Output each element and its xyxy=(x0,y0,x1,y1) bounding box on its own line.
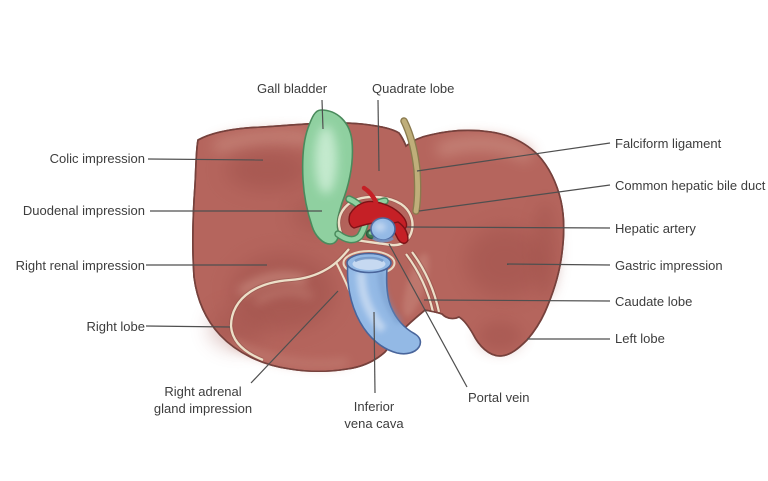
label-right-adrenal-gland-impression: Right adrenal gland impression xyxy=(153,384,253,416)
label-colic-impression: Colic impression xyxy=(49,151,145,166)
label-portal-vein: Portal vein xyxy=(468,390,530,405)
label-falciform-ligament: Falciform ligament xyxy=(615,136,722,151)
label-gall-bladder: Gall bladder xyxy=(257,81,328,96)
label-inferior-vena-cava: Inferior vena cava xyxy=(344,399,404,431)
leader-falciform-ligament xyxy=(416,142,611,172)
leader-portal-vein xyxy=(388,243,468,388)
label-right-lobe: Right lobe xyxy=(86,319,145,334)
leader-common-hepatic-bile-duct xyxy=(418,184,611,212)
leader-lines xyxy=(145,99,611,394)
leader-colic-impression xyxy=(147,158,264,161)
label-right-renal-impression: Right renal impression xyxy=(15,258,145,273)
leader-quadrate-lobe xyxy=(377,99,380,172)
ivc-tube xyxy=(342,250,422,355)
label-gastric-impression: Gastric impression xyxy=(615,258,723,273)
label-duodenal-impression: Duodenal impression xyxy=(22,203,145,218)
label-caudate-lobe: Caudate lobe xyxy=(615,294,693,309)
leader-right-lobe xyxy=(145,325,231,328)
leader-gall-bladder xyxy=(321,99,324,130)
label-left-lobe: Left lobe xyxy=(615,331,665,346)
ligamentum-venosum-fissure xyxy=(404,250,442,313)
label-hepatic-artery: Hepatic artery xyxy=(615,221,696,236)
falciform-ligament-strand xyxy=(400,117,422,215)
portal-vein-circle xyxy=(370,217,396,243)
leader-hepatic-artery xyxy=(406,226,611,229)
leader-caudate-lobe xyxy=(423,299,611,302)
leader-right-adrenal xyxy=(250,290,339,384)
label-common-hepatic-bile-duct: Common hepatic bile duct xyxy=(615,178,766,193)
leader-inferior-vena-cava xyxy=(373,311,376,394)
leader-gastric-impression xyxy=(506,263,611,266)
label-quadrate-lobe: Quadrate lobe xyxy=(372,81,455,96)
liver-outline-stroke xyxy=(192,122,565,373)
